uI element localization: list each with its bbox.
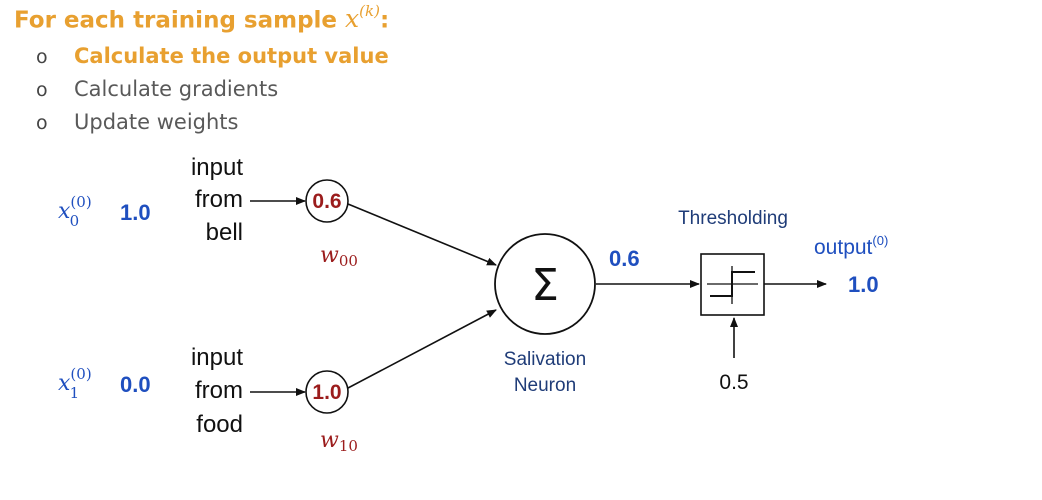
weight-0-to-neuron-arrow [347,203,497,266]
step-item-gradients: o Calculate gradients [36,73,389,106]
step-item-weights: o Update weights [36,106,389,139]
input-1-value: 0.0 [120,372,151,397]
step-label: Calculate gradients [74,77,279,101]
input-0-label-line3: bell [206,219,243,246]
sum-value: 0.6 [609,246,640,271]
heading-colon: : [379,7,390,34]
input-1-symbol: x(0)1 [58,365,92,402]
heading-math-var: x(k) [345,2,380,34]
bullet-circle-icon: o [36,79,48,101]
step-label: Calculate the output value [74,44,389,68]
weight-1-value: 1.0 [312,381,341,404]
heading-var: x [345,4,360,34]
weight-0-value: 0.6 [312,190,341,213]
input-1-label-line3: food [196,411,243,438]
input-0-label-line2: from [195,186,243,213]
neuron-node [494,233,596,335]
threshold-value: 0.5 [719,371,748,394]
input-0-value: 1.0 [120,200,151,225]
input-0-label-line1: input [191,154,243,181]
input-1-label-line2: from [195,377,243,404]
weight-1-node [305,370,349,414]
weight-0-node [305,179,349,223]
step-item-output: o Calculate the output value [36,40,389,73]
input-1-label-line1: input [191,344,243,371]
output-value: 1.0 [848,272,879,297]
output-label: output(0) [814,233,888,259]
neuron-label-line2: Neuron [514,375,576,396]
step-label: Update weights [74,110,239,134]
bullet-circle-icon: o [36,46,48,68]
heading-text: For each training sample [14,7,346,34]
weight-0-symbol: w00 [320,243,358,270]
sigma-symbol: Σ [531,260,559,311]
weight-1-symbol: w10 [320,428,358,455]
heading-sup: (k) [359,2,380,20]
bullet-circle-icon: o [36,112,48,134]
neuron-label-line1: Salivation [504,349,586,370]
input-0-symbol: x(0)0 [58,193,92,230]
step-function-icon [707,266,758,304]
slide-heading: For each training sample x(k): [14,2,390,34]
threshold-title: Thresholding [678,208,788,229]
weight-1-to-neuron-arrow [347,309,497,389]
